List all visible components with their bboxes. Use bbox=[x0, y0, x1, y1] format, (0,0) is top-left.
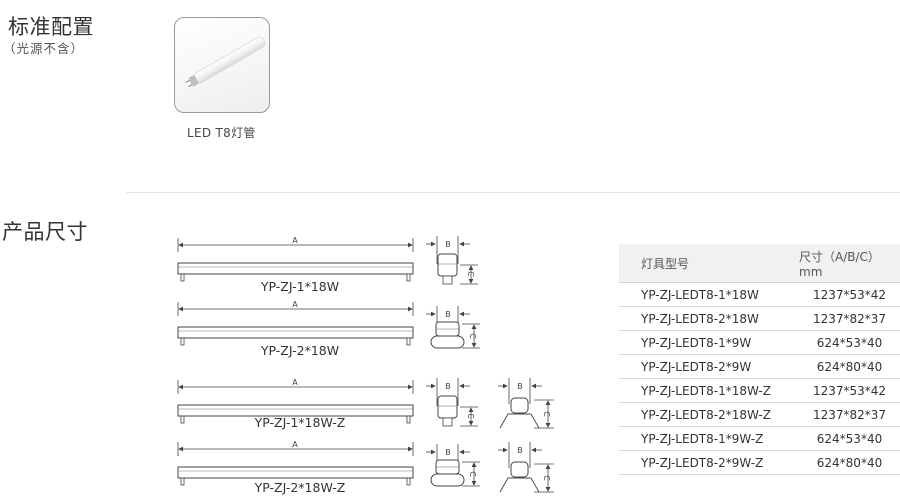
cell-size: 624*53*40 bbox=[799, 330, 900, 355]
table-header-row: 灯具型号 尺寸（A/B/C）mm bbox=[619, 244, 900, 283]
cell-model: YP-ZJ-LEDT8-1*9W-Z bbox=[619, 426, 799, 451]
dimension-b-label: B bbox=[445, 448, 451, 457]
config-subtitle: （光源不含） bbox=[3, 41, 85, 56]
product-image-card bbox=[174, 17, 270, 113]
dimension-c-label: C bbox=[466, 271, 475, 277]
dimension-b-label: B bbox=[445, 240, 451, 249]
table-row: YP-ZJ-LEDT8-2*18W-Z 1237*82*37 bbox=[619, 402, 900, 427]
config-title: 标准配置 bbox=[8, 15, 94, 39]
model-label-2: YP-ZJ-2*18W bbox=[260, 343, 340, 358]
cell-model: YP-ZJ-LEDT8-2*18W bbox=[619, 306, 799, 331]
dimension-b-label: B bbox=[517, 382, 523, 391]
dimension-drawings: A B C A B C A B C B C A B C B bbox=[170, 232, 580, 494]
dimension-b-label: B bbox=[445, 310, 451, 319]
fixture-diagram-3: A bbox=[178, 378, 413, 423]
column-header-model: 灯具型号 bbox=[619, 244, 799, 283]
section-divider bbox=[126, 192, 900, 193]
dimension-a-label: A bbox=[292, 300, 298, 309]
cell-model: YP-ZJ-LEDT8-2*9W bbox=[619, 354, 799, 379]
fixture-diagram-4: A bbox=[178, 440, 413, 485]
cell-model: YP-ZJ-LEDT8-1*9W bbox=[619, 330, 799, 355]
table-row: YP-ZJ-LEDT8-2*18W 1237*82*37 bbox=[619, 306, 900, 331]
dimension-a-label: A bbox=[292, 440, 298, 449]
fixture-diagram-2: A bbox=[178, 300, 413, 345]
table-row: YP-ZJ-LEDT8-1*9W-Z 624*53*40 bbox=[619, 426, 900, 451]
cell-model: YP-ZJ-LEDT8-1*18W-Z bbox=[619, 378, 799, 403]
dimension-c-label: C bbox=[468, 471, 477, 477]
dimensions-title: 产品尺寸 bbox=[2, 220, 88, 244]
product-caption: LED T8灯管 bbox=[187, 126, 256, 140]
cell-model: YP-ZJ-LEDT8-1*18W bbox=[619, 282, 799, 307]
dimension-c-label: C bbox=[542, 411, 551, 417]
cell-size: 1237*53*42 bbox=[799, 378, 900, 403]
dimension-c-label: C bbox=[466, 413, 475, 419]
dimension-a-label: A bbox=[292, 236, 298, 245]
table-row: YP-ZJ-LEDT8-1*18W-Z 1237*53*42 bbox=[619, 378, 900, 403]
cell-size: 624*80*40 bbox=[799, 354, 900, 379]
cell-size: 624*53*40 bbox=[799, 426, 900, 451]
spec-table: 灯具型号 尺寸（A/B/C）mm YP-ZJ-LEDT8-1*18W 1237*… bbox=[619, 244, 900, 475]
end-view-4a: B C bbox=[426, 444, 480, 486]
led-tube-image bbox=[185, 36, 266, 88]
cell-size: 1237*53*42 bbox=[799, 282, 900, 307]
cell-size: 624*80*40 bbox=[799, 450, 900, 475]
end-view-2: B C bbox=[426, 306, 480, 348]
end-view-1: B C bbox=[426, 236, 478, 284]
cell-size: 1237*82*37 bbox=[799, 402, 900, 427]
cell-model: YP-ZJ-LEDT8-2*9W-Z bbox=[619, 450, 799, 475]
table-row: YP-ZJ-LEDT8-1*18W 1237*53*42 bbox=[619, 282, 900, 307]
cell-size: 1237*82*37 bbox=[799, 306, 900, 331]
dimension-c-label: C bbox=[468, 333, 477, 339]
dimension-b-label: B bbox=[445, 382, 451, 391]
dimension-b-label: B bbox=[517, 446, 523, 455]
dimension-c-label: C bbox=[542, 475, 551, 481]
model-label-4: YP-ZJ-2*18W-Z bbox=[254, 480, 346, 495]
cell-model: YP-ZJ-LEDT8-2*18W-Z bbox=[619, 402, 799, 427]
model-label-1: YP-ZJ-1*18W bbox=[260, 279, 340, 294]
fixture-diagram-1: A bbox=[178, 236, 413, 281]
table-row: YP-ZJ-LEDT8-2*9W 624*80*40 bbox=[619, 354, 900, 379]
end-view-3b: B C bbox=[498, 378, 554, 428]
table-row: YP-ZJ-LEDT8-1*9W 624*53*40 bbox=[619, 330, 900, 355]
column-header-size: 尺寸（A/B/C）mm bbox=[799, 244, 900, 283]
table-row: YP-ZJ-LEDT8-2*9W-Z 624*80*40 bbox=[619, 450, 900, 475]
end-view-4b: B C bbox=[498, 442, 554, 492]
end-view-3a: B C bbox=[426, 378, 478, 426]
model-label-3: YP-ZJ-1*18W-Z bbox=[254, 415, 346, 430]
dimension-a-label: A bbox=[292, 378, 298, 387]
